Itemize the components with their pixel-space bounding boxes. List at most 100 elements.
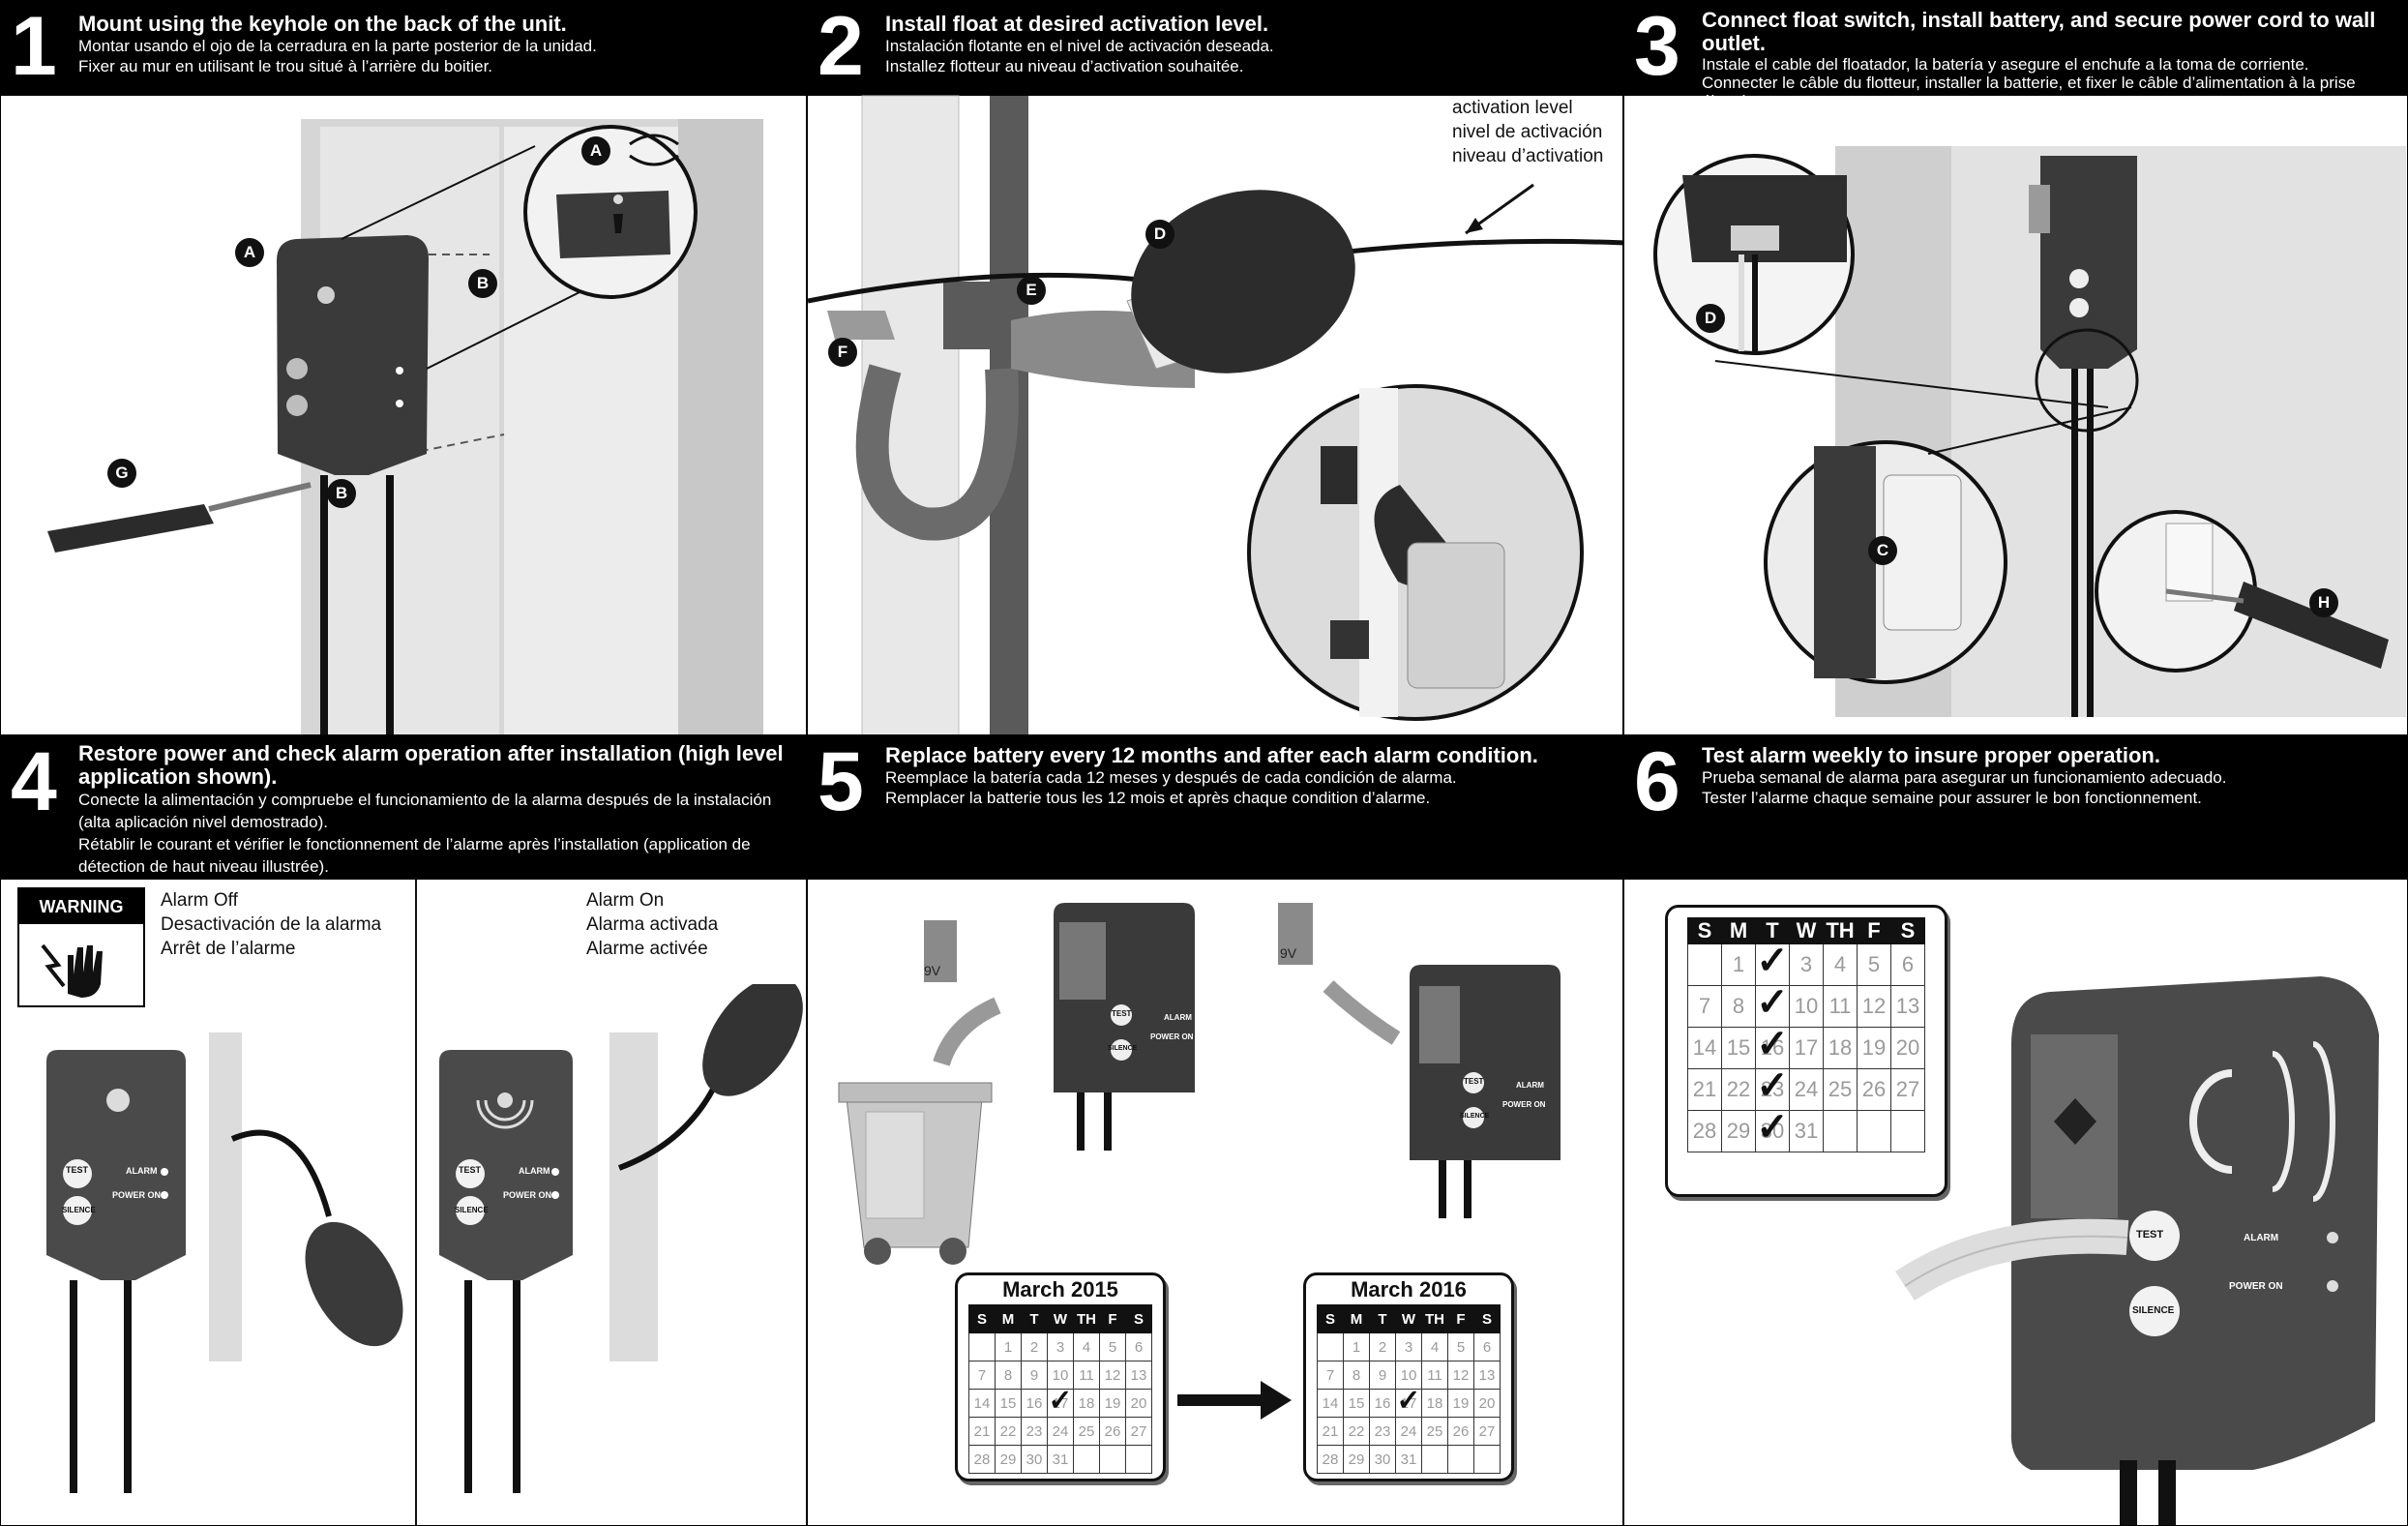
step-5-header: 5 Replace battery every 12 months and af… bbox=[808, 736, 1622, 880]
silence-label-new: SILENCE bbox=[1460, 1113, 1490, 1120]
checked-day: 23 bbox=[1755, 1064, 1790, 1111]
power-on-label-old: POWER ON bbox=[1150, 1032, 1194, 1041]
step-6-number: 6 bbox=[1634, 735, 1680, 828]
step-4-number: 4 bbox=[11, 735, 57, 828]
step-6-title: Test alarm weekly to insure proper opera… bbox=[1702, 743, 2160, 767]
test-label-old: TEST bbox=[1112, 1009, 1132, 1018]
step-6-line-fr: Tester l’alarme chaque semaine pour assu… bbox=[1702, 789, 2202, 807]
checked-day: 17 bbox=[1047, 1385, 1074, 1419]
wiring-illustration bbox=[1653, 146, 2406, 717]
activation-level-fr: niveau d’activation bbox=[1452, 146, 1604, 166]
power-on-label-big: POWER ON bbox=[2229, 1281, 2283, 1292]
callout-b-top: B bbox=[468, 269, 497, 298]
step-6-header: 6 Test alarm weekly to insure proper ope… bbox=[1624, 736, 2407, 880]
warning-sign: WARNING bbox=[17, 887, 145, 1007]
battery-replacement-illustration bbox=[838, 903, 1561, 1420]
alarm-label-on: ALARM bbox=[519, 1166, 550, 1176]
callout-f: F bbox=[828, 338, 857, 367]
step-3-number: 3 bbox=[1634, 0, 1680, 93]
alarm-off-en: Alarm Off bbox=[161, 890, 238, 911]
step-5-title: Replace battery every 12 months and afte… bbox=[885, 743, 1538, 767]
test-label-off: TEST bbox=[66, 1165, 89, 1175]
checked-day: 16 bbox=[1755, 1023, 1790, 1069]
step-5-line-es: Reemplace la batería cada 12 meses y des… bbox=[885, 768, 1457, 787]
step-6-line-es: Prueba semanal de alarma para asegurar u… bbox=[1702, 768, 2227, 787]
shock-hand-icon bbox=[41, 943, 103, 998]
step-3-panel: 3 Connect float switch, install battery,… bbox=[1623, 0, 2408, 735]
callout-h: H bbox=[2309, 588, 2338, 617]
step-5-line-fr: Remplacer la batterie tous les 12 mois e… bbox=[885, 789, 1431, 807]
weekly-test-illustration bbox=[1895, 976, 2379, 1525]
battery-label-old: 9V bbox=[924, 963, 941, 978]
callout-d-zoom: D bbox=[1696, 304, 1725, 333]
step-3-line-fr: Connecter le câble du flotteur, installe… bbox=[1702, 74, 2356, 110]
silence-label-big: SILENCE bbox=[2132, 1305, 2175, 1316]
step-2-header: 2 Install float at desired activation le… bbox=[808, 1, 1622, 96]
silence-label-old: SILENCE bbox=[1108, 1045, 1138, 1052]
alarm-on-es: Alarma activada bbox=[586, 914, 719, 935]
step-3-title: Connect float switch, install battery, a… bbox=[1702, 8, 2376, 55]
callout-e: E bbox=[1017, 276, 1046, 305]
test-label-on: TEST bbox=[459, 1165, 482, 1175]
callout-b-bottom: B bbox=[327, 479, 356, 508]
callout-a-zoom: A bbox=[581, 136, 610, 165]
step-4-line-fr: Rétablir le courant et vérifier le fonct… bbox=[78, 835, 751, 876]
power-on-label-off: POWER ON bbox=[112, 1190, 162, 1200]
power-on-label-on: POWER ON bbox=[503, 1190, 552, 1200]
divider bbox=[415, 880, 417, 1525]
silence-label-off: SILENCE bbox=[62, 1206, 96, 1214]
step-4-line-es: Conecte la alimentación y compruebe el f… bbox=[78, 791, 772, 831]
alarm-on-en: Alarm On bbox=[586, 890, 665, 911]
callout-a: A bbox=[235, 238, 264, 267]
alarm-on-fr: Alarme activée bbox=[586, 939, 708, 959]
calendar-title-2016: March 2016 bbox=[1351, 1277, 1467, 1302]
step-4-header: 4 Restore power and check alarm operatio… bbox=[1, 736, 806, 880]
step-2-line-fr: Installez flotteur au niveau d’activatio… bbox=[885, 57, 1244, 75]
test-label-new: TEST bbox=[1464, 1077, 1484, 1086]
alarm-label-old: ALARM bbox=[1164, 1013, 1192, 1022]
step-1-header: 1 Mount using the keyhole on the back of… bbox=[1, 1, 806, 96]
alarm-label-new: ALARM bbox=[1516, 1081, 1544, 1090]
alarm-state-illustration bbox=[46, 984, 803, 1493]
step-6-panel: 6 Test alarm weekly to insure proper ope… bbox=[1623, 735, 2408, 1526]
step-3-header: 3 Connect float switch, install battery,… bbox=[1624, 0, 2407, 110]
step-2-line-es: Instalación flotante en el nivel de acti… bbox=[885, 37, 1274, 55]
float-illustration bbox=[808, 95, 1622, 734]
step-2-number: 2 bbox=[818, 0, 864, 93]
step-1-line-fr: Fixer au mur en utilisant le trou situé … bbox=[78, 57, 493, 75]
step-1-line-es: Montar usando el ojo de la cerradura en … bbox=[78, 37, 597, 55]
activation-level-es: nivel de activación bbox=[1452, 122, 1603, 142]
checked-day: 17 bbox=[1395, 1385, 1422, 1419]
power-on-label-new: POWER ON bbox=[1502, 1100, 1546, 1109]
step-2-title: Install float at desired activation leve… bbox=[885, 12, 1269, 36]
alarm-label-off: ALARM bbox=[126, 1166, 158, 1176]
step-5-panel: 5 Replace battery every 12 months and af… bbox=[807, 735, 1623, 1526]
checked-day bbox=[1755, 940, 1790, 986]
step-1-title: Mount using the keyhole on the back of t… bbox=[78, 12, 567, 36]
callout-g: G bbox=[107, 459, 136, 488]
silence-label-on: SILENCE bbox=[455, 1206, 489, 1214]
step-1-panel: 1 Mount using the keyhole on the back of… bbox=[0, 0, 807, 735]
alarm-off-fr: Arrêt de l’alarme bbox=[161, 939, 296, 959]
activation-level-en: activation level bbox=[1452, 98, 1573, 118]
step-4-title: Restore power and check alarm operation … bbox=[78, 741, 784, 789]
warning-label: WARNING bbox=[19, 889, 143, 924]
checked-day: 30 bbox=[1755, 1106, 1790, 1152]
step-1-number: 1 bbox=[11, 0, 57, 93]
alarm-label-big: ALARM bbox=[2244, 1233, 2279, 1243]
battery-label-new: 9V bbox=[1280, 945, 1297, 961]
step-3-line-es: Instale el cable del floatador, la bater… bbox=[1702, 55, 2309, 74]
alarm-off-es: Desactivación de la alarma bbox=[161, 914, 382, 935]
step-5-number: 5 bbox=[818, 735, 864, 828]
callout-d: D bbox=[1145, 220, 1174, 249]
mounting-illustration bbox=[47, 119, 763, 734]
calendar-title-2015: March 2015 bbox=[1002, 1277, 1118, 1302]
test-label-big: TEST bbox=[2136, 1229, 2164, 1241]
step-2-panel: 2 Install float at desired activation le… bbox=[807, 0, 1623, 735]
